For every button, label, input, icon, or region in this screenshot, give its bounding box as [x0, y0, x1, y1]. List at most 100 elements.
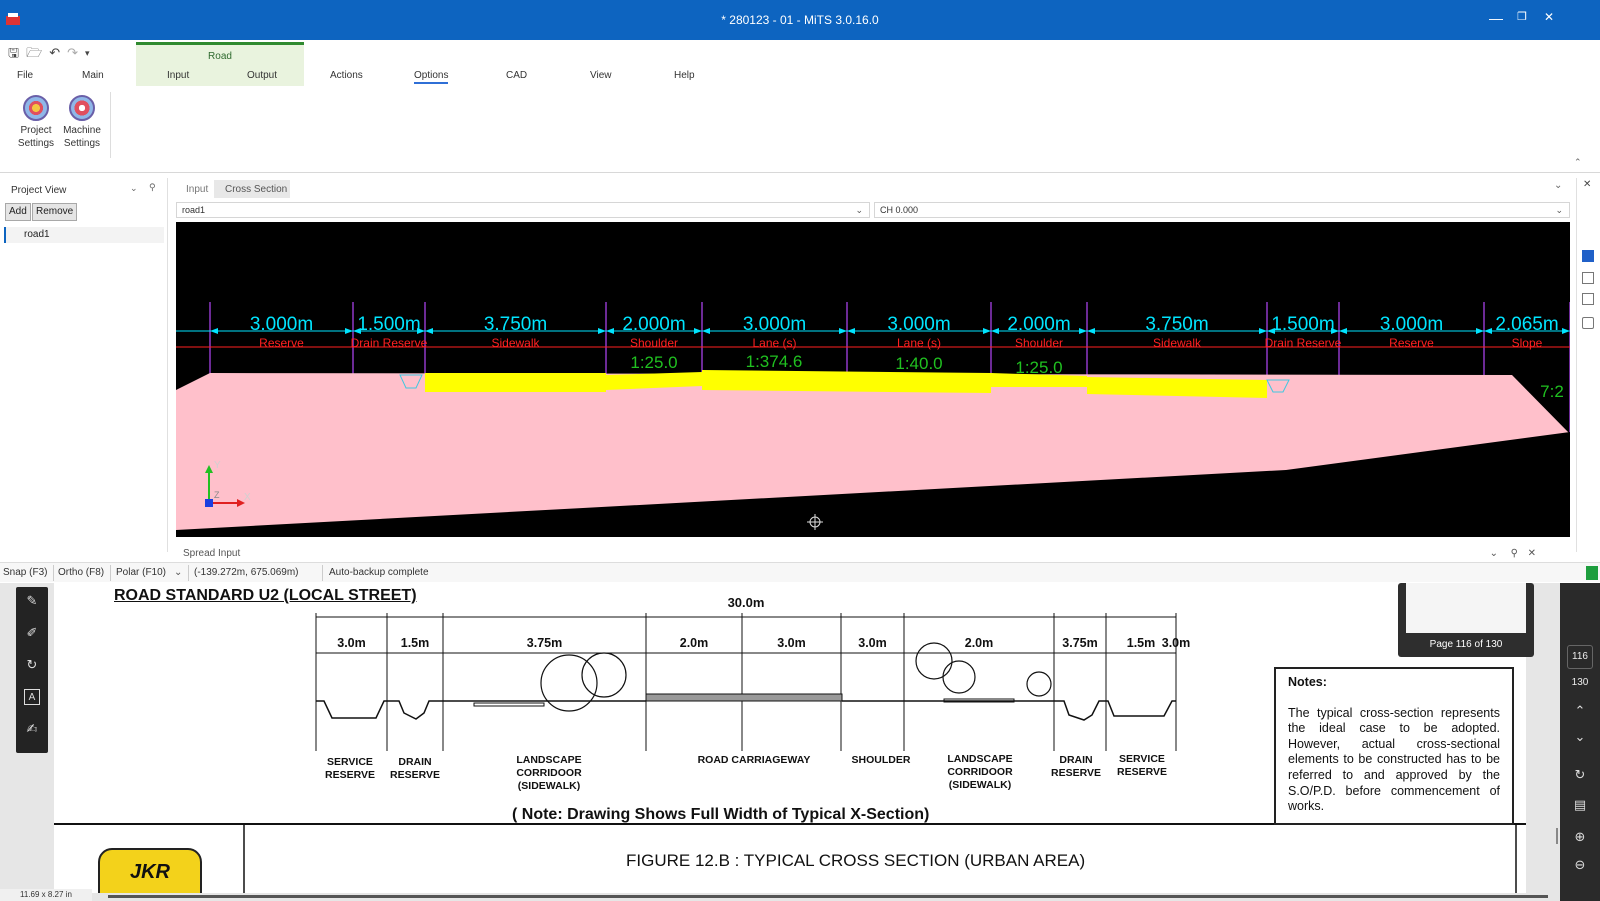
page-up-icon[interactable]: ⌃	[1574, 703, 1586, 718]
page-down-icon[interactable]: ⌄	[1574, 729, 1586, 744]
dimension-arrow	[1267, 328, 1275, 334]
page-view-icon[interactable]: ▤	[1573, 797, 1587, 812]
sign-icon[interactable]: ✍	[26, 721, 38, 736]
tab-doc-input[interactable]: Input	[186, 184, 209, 195]
save-icon[interactable]: 🖫	[8, 45, 20, 60]
pdf-navigation-rail: 116 130 ⌃ ⌄ ↻ ▤ ⊕ ⊖	[1560, 583, 1600, 901]
customize-icon[interactable]: ▾	[85, 48, 90, 58]
slope-label: 1:40.0	[895, 354, 942, 373]
close-icon[interactable]: ✕	[1527, 548, 1536, 559]
checkbox-1[interactable]	[1582, 250, 1594, 262]
dimension-arrow	[1331, 328, 1339, 334]
component-label: SHOULDER	[852, 754, 911, 766]
coordinate-readout: (-139.272m, 675.069m)	[194, 567, 299, 578]
highlight-pen-icon[interactable]: ✐	[26, 625, 38, 640]
chevron-down-icon[interactable]: ⌄	[1489, 548, 1498, 559]
title-bar: * 280123 - 01 - MiTS 3.0.16.0 — ❐ ✕	[0, 0, 1600, 40]
redo-icon[interactable]: ↷	[67, 45, 79, 60]
segment-width-label: 1.500m	[1271, 314, 1334, 335]
checkbox-2[interactable]	[1582, 272, 1594, 284]
tab-output[interactable]: Output	[247, 70, 278, 81]
pin-icon[interactable]: ⚲	[1510, 548, 1518, 559]
pavement-layer	[606, 372, 702, 390]
tab-view[interactable]: View	[590, 70, 612, 81]
tab-options[interactable]: Options	[414, 70, 449, 84]
machine-settings-button[interactable]: Machine Settings	[60, 95, 104, 150]
minimize-button[interactable]: —	[1489, 10, 1503, 26]
component-label: DRAIN	[1059, 754, 1092, 766]
segment-name-label: Drain Reserve	[351, 336, 428, 350]
slope-label: 1:374.6	[746, 352, 803, 371]
figure-note: ( Note: Drawing Shows Full Width of Typi…	[512, 806, 930, 823]
status-divider	[110, 565, 111, 581]
road-select-value: road1	[182, 205, 206, 215]
zoom-in-icon[interactable]: ⊕	[1574, 829, 1586, 844]
add-button[interactable]: Add	[5, 203, 31, 221]
close-icon[interactable]: ✕	[1583, 179, 1592, 190]
tab-cad[interactable]: CAD	[506, 70, 528, 81]
pavement-layer	[702, 370, 991, 393]
restore-button[interactable]: ❐	[1517, 11, 1527, 23]
dimension-arrow	[417, 328, 425, 334]
status-indicator	[1586, 566, 1598, 580]
tab-doc-cross-section[interactable]: Cross Section	[225, 184, 288, 195]
pin-icon[interactable]: ⚲	[149, 182, 156, 192]
component-label: RESERVE	[1051, 767, 1101, 779]
lasso-icon[interactable]: ↻	[26, 657, 38, 672]
project-settings-button[interactable]: Project Settings	[14, 95, 58, 150]
tab-cross-section-bg	[214, 180, 290, 198]
segment-name-label: Sidewalk	[1153, 336, 1202, 350]
chevron-down-icon[interactable]: ⌄	[1554, 180, 1563, 191]
component-label: SERVICE	[1119, 753, 1165, 765]
chevron-down-icon[interactable]: ⌄	[130, 183, 138, 193]
ground-line	[176, 432, 1570, 537]
project-settings-label2: Settings	[17, 138, 55, 149]
chainage-select[interactable]: CH 0.000 ⌄	[874, 202, 1570, 218]
tree-item-road1[interactable]: road1	[4, 227, 164, 243]
add-comment-icon[interactable]: ✎	[26, 593, 38, 608]
component-label: (SIDEWALK)	[518, 780, 580, 792]
page-thumbnail[interactable]: Page 116 of 130	[1398, 583, 1534, 657]
thumbnail-image	[1406, 583, 1526, 633]
undo-icon[interactable]: ↶	[49, 45, 61, 60]
page-size-label: 11.69 x 8.27 in	[0, 889, 92, 901]
tab-file[interactable]: File	[17, 70, 34, 81]
vertical-scrollbar[interactable]	[1556, 828, 1558, 844]
segment-name-label: Lane (s)	[752, 336, 796, 350]
zoom-out-icon[interactable]: ⊖	[1574, 857, 1586, 872]
collapse-ribbon-icon[interactable]: ⌃	[1574, 157, 1582, 167]
snap-toggle[interactable]: Snap (F3)	[3, 567, 48, 578]
component-label: RESERVE	[325, 769, 375, 781]
open-icon[interactable]: 🗁	[26, 45, 43, 60]
dimension-arrow	[694, 328, 702, 334]
current-page-input[interactable]: 116	[1567, 645, 1593, 669]
tab-main[interactable]: Main	[82, 70, 104, 81]
segment-name-label: Sidewalk	[491, 336, 540, 350]
tree-icon	[915, 642, 953, 680]
page-indicator-label: Page 116 of 130	[1429, 639, 1503, 650]
checkbox-3[interactable]	[1582, 293, 1594, 305]
window-title: * 280123 - 01 - MiTS 3.0.16.0	[721, 13, 879, 27]
tab-input[interactable]: Input	[167, 70, 190, 81]
horizontal-scrollbar[interactable]	[108, 895, 1548, 898]
tab-actions[interactable]: Actions	[330, 70, 363, 81]
collapse-toggle[interactable]	[1582, 317, 1594, 329]
component-label: LANDSCAPE	[947, 753, 1012, 765]
road-select[interactable]: road1 ⌄	[176, 202, 870, 218]
rotate-icon[interactable]: ↻	[1574, 767, 1586, 782]
dimension-arrow	[991, 328, 999, 334]
slope-label: 1:25.0	[630, 353, 677, 372]
segment-width-label: 3.750m	[1145, 314, 1208, 335]
tab-help[interactable]: Help	[674, 70, 695, 81]
close-button[interactable]: ✕	[1543, 10, 1555, 24]
polar-toggle[interactable]: Polar (F10)	[116, 567, 167, 578]
dimension-arrow	[598, 328, 606, 334]
remove-button[interactable]: Remove	[32, 203, 78, 221]
slope-label: 1:25.0	[1015, 358, 1062, 377]
notes-title: Notes:	[1288, 675, 1327, 689]
polar-dropdown-icon[interactable]: ⌄	[174, 567, 183, 578]
ortho-toggle[interactable]: Ortho (F8)	[58, 567, 105, 578]
text-box-icon[interactable]: A	[24, 689, 40, 705]
